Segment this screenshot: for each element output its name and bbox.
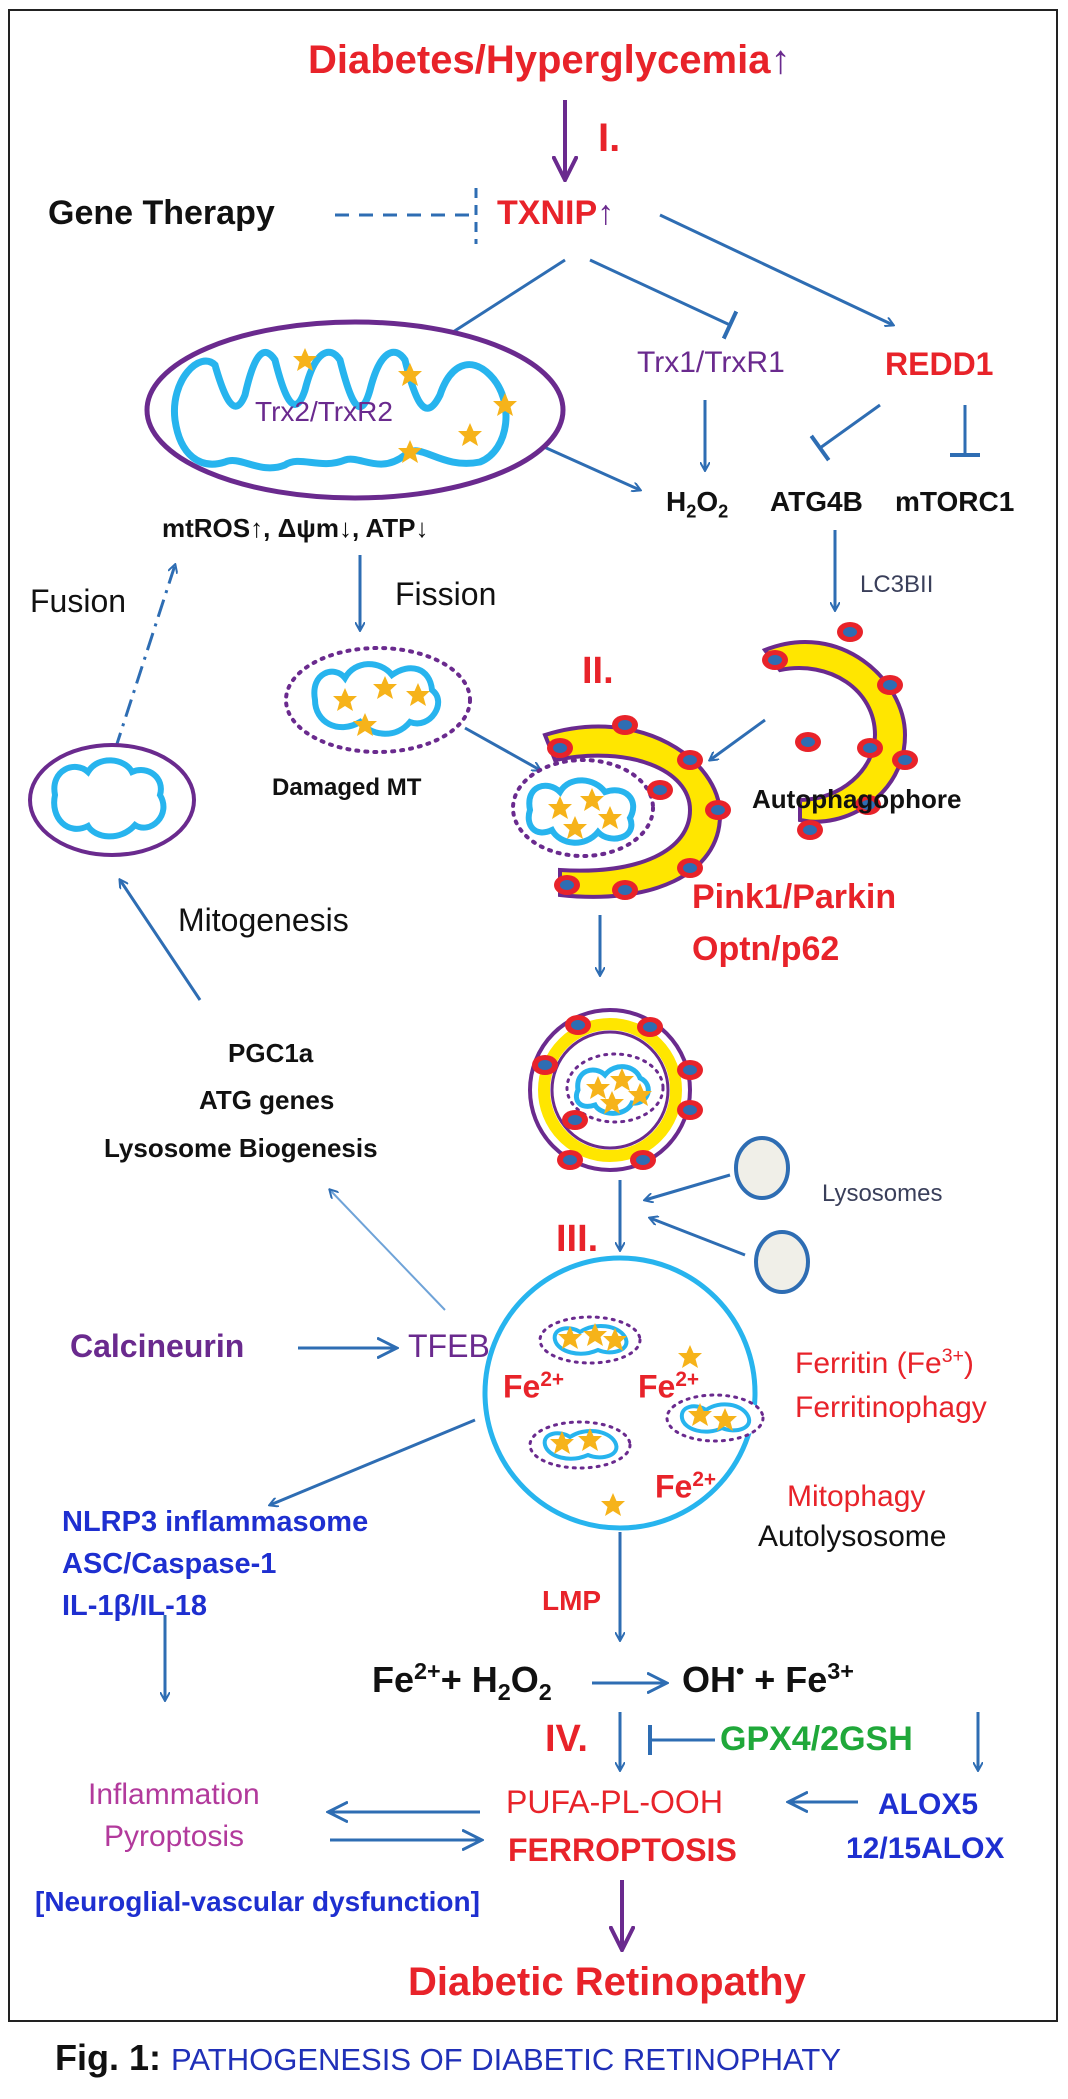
mtorc1-label: mTORC1 [895, 486, 1015, 517]
ferroptosis-label: FERROPTOSIS [508, 1832, 737, 1868]
inhibit-redd1-atg4b [809, 403, 881, 462]
trx2-label: Trx2/TrxR2 [255, 396, 393, 427]
diabetic-retinopathy-label: Diabetic Retinopathy [408, 1960, 806, 2004]
lysosome-icons [734, 1136, 810, 1294]
fenton-right-label: OH• + Fe3+ [682, 1658, 854, 1700]
autolysosome-icon [482, 1255, 765, 1531]
step-2-label: II. [582, 650, 614, 692]
mitophagy-label: Mitophagy [787, 1480, 926, 1513]
redd1-label: REDD1 [885, 346, 994, 382]
fenton-left-label: Fe2++ H2O2 [372, 1658, 552, 1706]
atg-genes-label: ATG genes [199, 1085, 335, 1115]
lmp-label: LMP [542, 1585, 602, 1616]
mitogenesis-label: Mitogenesis [178, 902, 349, 938]
nlrp3-label: NLRP3 inflammasome [62, 1506, 369, 1538]
arrow-tfeb-lysosome-biogenesis [330, 1190, 446, 1311]
asc-caspase-label: ASC/Caspase-1 [62, 1548, 277, 1580]
fe2-label-c: Fe2+ [655, 1468, 717, 1505]
step-1-label: I. [598, 116, 621, 160]
optn-p62-label: Optn/p62 [692, 930, 840, 968]
trx1-label: Trx1/TrxR1 [637, 346, 785, 379]
engulfing-phagophore-icon [511, 715, 731, 900]
pyroptosis-label: Pyroptosis [104, 1820, 245, 1853]
fe2-label-a: Fe2+ [503, 1368, 565, 1405]
step-4-label: IV. [545, 1718, 588, 1760]
alox5-label: ALOX5 [878, 1788, 979, 1821]
alox12-label: 12/15ALOX [846, 1832, 1005, 1865]
arrow-damaged-mt-engulf [464, 726, 540, 770]
figure-caption: Fig. 1: PATHOGENESIS OF DIABETIC RETINOP… [55, 2040, 841, 2076]
autophagophore-icon [761, 622, 918, 840]
diabetes-label: Diabetes/Hyperglycemia↑ [308, 38, 791, 82]
arrow-autolysosome-nlrp3 [270, 1418, 476, 1505]
fusion-label: Fusion [30, 583, 127, 619]
atg4b-label: ATG4B [770, 486, 863, 517]
arrow-autophagophore-engulf [710, 718, 766, 760]
arrow-mitogenesis [120, 880, 202, 1001]
pufa-label: PUFA-PL-OOH [506, 1784, 723, 1820]
lc3bii-label: LC3BII [860, 571, 934, 598]
up-arrow-icon: ↑ [770, 38, 791, 82]
arrow-lysosome-1 [645, 1173, 731, 1200]
arrow-lysosome-2 [650, 1218, 746, 1257]
arrow-txnip-redd1 [659, 213, 893, 325]
caption-text: PATHOGENESIS OF DIABETIC RETINOPHATY [171, 2042, 842, 2077]
tfeb-label: TFEB [408, 1328, 490, 1364]
autolysosome-label: Autolysosome [758, 1520, 947, 1553]
ferritin-label: Ferritin (Fe3+) [795, 1345, 974, 1380]
caption-prefix: Fig. 1: [55, 2037, 161, 2078]
il1b-label: IL-1β/IL-18 [62, 1590, 207, 1622]
lysosomes-label: Lysosomes [822, 1180, 943, 1207]
up-arrow-icon: ↑ [597, 194, 615, 232]
neuroglial-label: [Neuroglial-vascular dysfunction] [35, 1886, 480, 1917]
pink-parkin-label: Pink1/Parkin [692, 878, 897, 916]
calcineurin-label: Calcineurin [70, 1328, 245, 1364]
txnip-label: TXNIP↑ [497, 194, 615, 232]
mtros-label: mtROS↑, Δψm↓, ATP↓ [162, 513, 429, 543]
autophagophore-label: Autophagophore [752, 784, 962, 814]
autophagosome-icon [528, 1008, 703, 1172]
inhibit-txnip-trx1 [589, 258, 739, 340]
lysosome-biogenesis-label: Lysosome Biogenesis [104, 1133, 378, 1163]
damaged-mitochondrion-icon [284, 646, 472, 754]
arrow-fusion [113, 565, 175, 751]
h2o2-label: H2O2 [666, 486, 729, 522]
figure-frame [8, 9, 1058, 2022]
gpx4-label: GPX4/2GSH [720, 1720, 913, 1758]
damaged-mt-label: Damaged MT [272, 774, 422, 801]
ferritinophagy-label: Ferritinophagy [795, 1391, 987, 1424]
step-3-label: III. [556, 1218, 599, 1260]
pgc1a-label: PGC1a [228, 1038, 314, 1068]
fe2-label-b: Fe2+ [638, 1368, 700, 1405]
inflammation-label: Inflammation [88, 1778, 260, 1811]
healthy-mitochondrion-icon [28, 743, 196, 857]
gene-therapy-label: Gene Therapy [48, 194, 275, 232]
mitochondrion-icon [144, 319, 566, 501]
fission-label: Fission [395, 576, 497, 612]
